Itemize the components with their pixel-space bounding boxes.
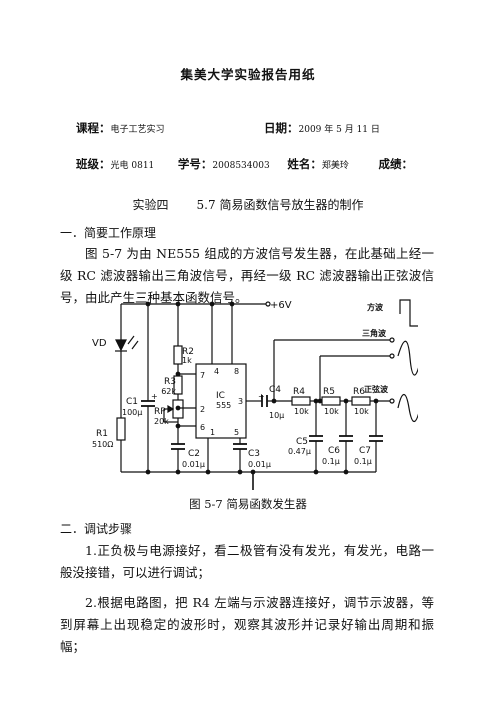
name-label: 姓名： — [287, 157, 322, 171]
student-line: 班级：光电 0811 学号：2008534003 姓名：郑美玲 成绩： — [76, 156, 413, 172]
pin-2: 2 — [200, 405, 205, 414]
r1-label: R1 — [96, 429, 108, 439]
c7-label: C7 — [359, 446, 371, 456]
triangle-label: 三角波 — [362, 328, 387, 338]
id-value: 2008534003 — [212, 161, 270, 171]
experiment-number: 实验四 — [132, 198, 169, 212]
c5-label: C5 — [296, 437, 308, 447]
ic-label: IC — [216, 391, 225, 401]
class-value: 光电 0811 — [110, 161, 155, 171]
c7-value: 0.1μ — [354, 457, 372, 466]
date-label: 日期： — [264, 121, 299, 135]
name-value: 郑美玲 — [321, 161, 349, 171]
section1-paragraph-block: 图 5-7 为由 NE555 组成的方波信号发生器，在此基础上经一级 RC 滤波… — [60, 243, 434, 309]
r6-label: R6 — [353, 387, 365, 397]
pin-8: 8 — [234, 367, 239, 376]
step-item: 1.正负极与电源接好，看二极管有没有发光，有发光，电路一般没接错，可以进行调试； — [60, 543, 434, 580]
section1-heading: 一．简要工作原理 — [60, 226, 157, 240]
date-line: 日期：2009 年 5 月 11 日 — [264, 120, 380, 136]
page-title: 集美大学实验报告用纸 — [180, 67, 316, 82]
r2-value: 1k — [182, 356, 192, 365]
experiment-name: 5.7 简易函数信号放生器的制作 — [196, 198, 364, 212]
figure-caption: 图 5-7 简易函数发生器 — [189, 497, 307, 511]
sine-wave-icon — [397, 393, 418, 423]
c4-label: C4 — [269, 385, 281, 395]
course-line: 课程：电子工艺实习 — [76, 120, 165, 136]
date-value: 2009 年 5 月 11 日 — [298, 125, 380, 135]
c6-label: C6 — [328, 446, 340, 456]
course-value: 电子工艺实习 — [110, 125, 165, 135]
class-label: 班级： — [76, 157, 111, 171]
c4-value: 10μ — [269, 411, 284, 420]
r4-label: R4 — [293, 387, 305, 397]
course-label: 课程： — [76, 121, 111, 135]
id-label: 学号： — [177, 157, 213, 171]
pin-1: 1 — [210, 428, 215, 437]
vd-label: VD — [92, 338, 107, 349]
ic-model: 555 — [216, 401, 231, 410]
c2-value: 0.01μ — [182, 460, 205, 469]
c3-value: 0.01μ — [248, 460, 271, 469]
sine-label: 正弦波 — [364, 384, 389, 394]
pin-4: 4 — [214, 367, 219, 376]
r6-value: 10k — [354, 407, 369, 416]
c1-label: C1 — [126, 397, 138, 407]
r2-label: R2 — [182, 347, 194, 357]
section1-paragraph: 图 5-7 为由 NE555 组成的方波信号发生器，在此基础上经一级 RC 滤波… — [60, 246, 434, 305]
r5-value: 10k — [324, 407, 339, 416]
c1-value: 100μ — [122, 408, 142, 417]
r3-label: R3 — [164, 377, 176, 387]
c6-value: 0.1μ — [322, 457, 340, 466]
r1-value: 510Ω — [92, 440, 113, 449]
vcc-label: +6V — [270, 300, 292, 311]
rp-value: 20k — [154, 417, 169, 426]
pin-5: 5 — [234, 428, 239, 437]
pin-3: 3 — [238, 397, 243, 406]
r5-label: R5 — [323, 387, 335, 397]
triangle-wave-icon — [397, 340, 418, 376]
c3-label: C3 — [248, 449, 260, 459]
square-label: 方波 — [367, 302, 384, 312]
section2-heading: 二．调试步骤 — [60, 522, 133, 536]
r3-value: 62k — [161, 387, 176, 396]
section2-steps: 1.正负极与电源接好，看二极管有没有发光，有发光，电路一般没接错，可以进行调试；… — [60, 540, 434, 658]
circuit-diagram: +6V 方波 三角波 正弦波 VD R1 510Ω C1 100μ + R2 1… — [92, 299, 418, 490]
experiment-title: 实验四 5.7 简易函数信号放生器的制作 — [0, 196, 496, 213]
c5-value: 0.47μ — [288, 447, 311, 456]
pin-6: 6 — [200, 423, 205, 432]
pin-7: 7 — [200, 371, 205, 380]
square-wave-icon — [399, 299, 418, 327]
svg-text:+: + — [258, 392, 265, 401]
r4-value: 10k — [294, 407, 309, 416]
svg-text:+: + — [151, 392, 158, 401]
rp-label: RP — [154, 407, 166, 417]
step-item: 2.根据电路图，把 R4 左端与示波器连接好，调节示波器，等到屏幕上出现稳定的波… — [60, 595, 434, 654]
c2-label: C2 — [188, 449, 200, 459]
score-label: 成绩： — [378, 157, 414, 171]
